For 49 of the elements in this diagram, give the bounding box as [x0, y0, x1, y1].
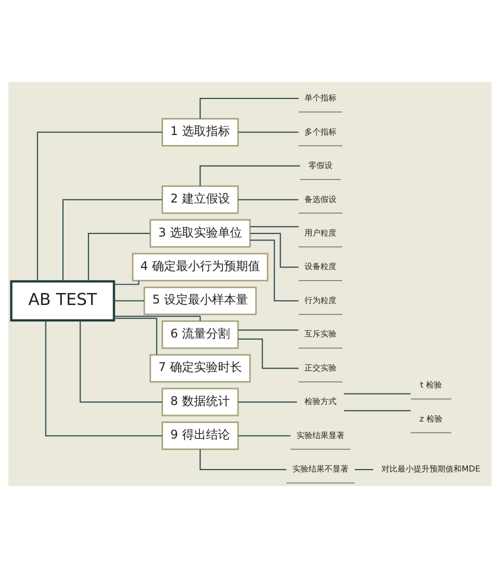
connector: [344, 410, 411, 411]
connector: [238, 434, 290, 436]
node-text: 备选假设: [304, 193, 336, 204]
node-text: 用户粒度: [304, 227, 336, 238]
node-box: AB TEST: [10, 280, 116, 321]
node-text: 实验结果不显著: [292, 463, 348, 474]
node-text: 行为粒度: [304, 294, 336, 304]
connector: [200, 97, 299, 118]
connector: [114, 317, 158, 354]
connector: [238, 400, 297, 402]
connector: [80, 320, 162, 402]
connector: [250, 226, 299, 227]
node-box: 7 确定实验时长: [150, 354, 251, 382]
connector: [354, 468, 374, 470]
connector: [238, 198, 298, 200]
connector: [238, 131, 298, 132]
connector: [344, 392, 411, 394]
node-box: 2 建立假设: [162, 184, 239, 214]
node-text: 实验结果显著: [296, 429, 344, 440]
node-text: 对比最小提升预期值和MDE: [382, 463, 480, 474]
connector: [45, 320, 162, 436]
node-box: 9 得出结论: [162, 421, 239, 450]
connector: [238, 338, 298, 368]
connector: [62, 198, 162, 281]
node-text: 设备粒度: [304, 260, 336, 271]
node-text: 检验方式: [304, 396, 336, 406]
node-box: 3 选取实验单位: [150, 218, 251, 248]
connector: [36, 131, 162, 281]
connector: [250, 239, 298, 301]
connector: [250, 232, 299, 268]
connector: [200, 448, 286, 470]
node-box: 5 设定最小样本量: [144, 286, 257, 315]
node-text: 单个指标: [304, 92, 336, 102]
node-text: z 检验: [420, 412, 442, 423]
node-box: 1 选取指标: [162, 117, 239, 146]
connector: [114, 300, 144, 301]
node-box: 4 确定最小行为预期值: [132, 252, 268, 281]
node-text: 零假设: [308, 160, 332, 170]
connector: [114, 315, 201, 320]
node-text: t 检验: [420, 379, 442, 390]
node-box: 8 数据统计: [162, 387, 239, 416]
node-text: 互斥实验: [304, 328, 336, 338]
connector: [88, 232, 150, 281]
connector: [200, 164, 300, 186]
node-text: 正交实验: [304, 362, 336, 372]
node-text: 多个指标: [304, 126, 336, 136]
connector: [114, 280, 140, 284]
connector: [238, 329, 298, 330]
node-box: 6 流量分割: [162, 320, 239, 348]
